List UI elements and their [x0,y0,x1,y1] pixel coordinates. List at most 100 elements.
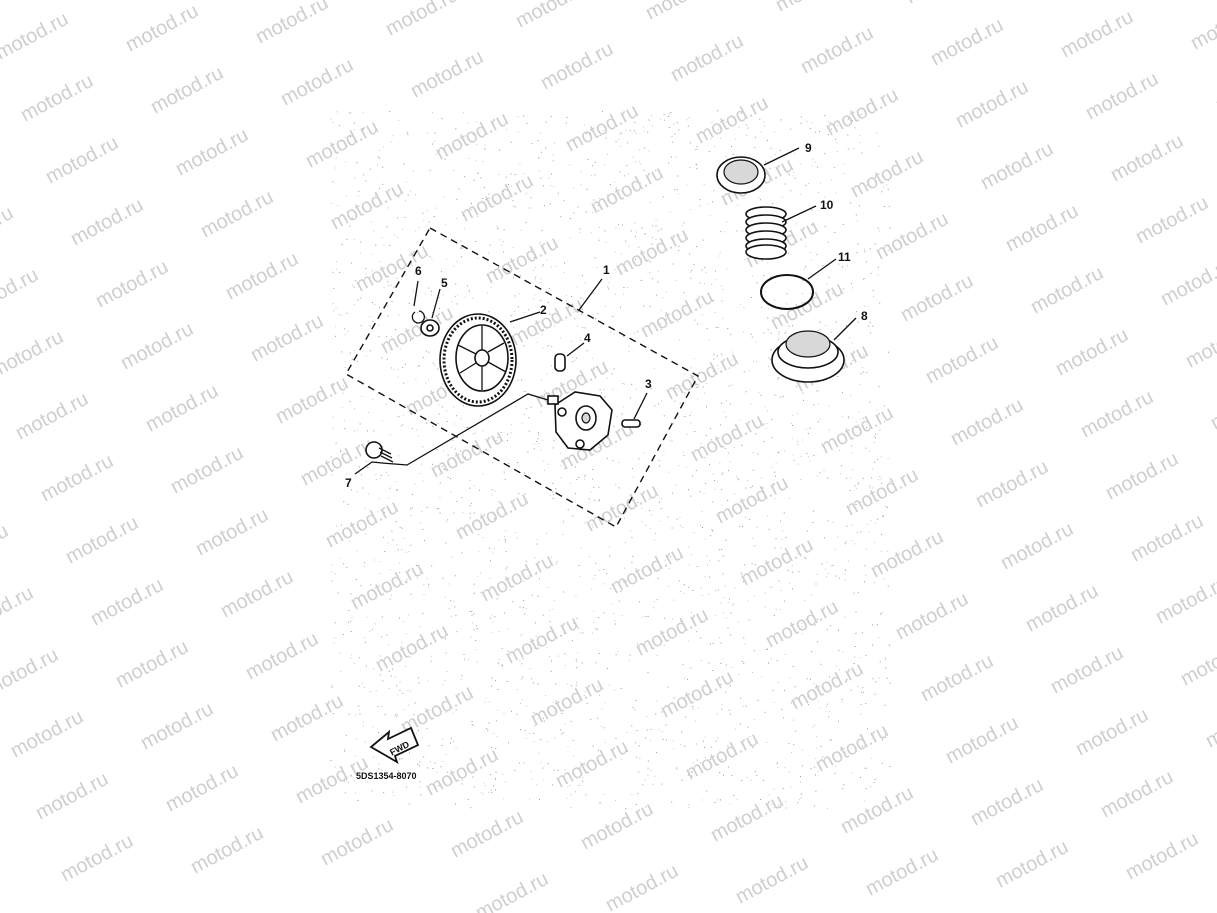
speckle-dot [469,212,471,214]
speckle-dot [702,527,703,528]
speckle-dot [681,731,683,733]
speckle-dot [410,190,411,192]
speckle-dot [371,253,373,255]
speckle-dot [368,493,370,495]
speckle-dot [331,383,333,385]
watermark-text: motod.ru [252,0,332,48]
speckle-dot [581,662,583,664]
speckle-dot [756,775,758,777]
speckle-dot [731,430,733,432]
speckle-dot [482,537,484,538]
speckle-dot [830,740,832,742]
speckle-dot [725,539,727,541]
watermark-text: motod.ru [632,604,712,660]
speckle-dot [860,531,862,533]
fwd-arrow: FWD [369,726,420,764]
speckle-dot [787,570,789,572]
speckle-dot [350,593,352,595]
speckle-dot [661,731,663,733]
speckle-dot [582,327,584,329]
speckle-dot [469,512,471,514]
speckle-dot [440,766,442,768]
speckle-dot [563,632,565,634]
speckle-dot [335,442,337,444]
speckle-dot [600,802,602,804]
speckle-dot [785,807,787,809]
speckle-dot [473,485,475,487]
speckle-dot [620,306,621,308]
speckle-dot [835,575,837,577]
speckle-dot [354,430,355,432]
speckle-dot [615,737,617,739]
speckle-dot [529,798,531,800]
speckle-dot [585,211,587,213]
speckle-dot [748,619,750,621]
speckle-dot [522,699,524,701]
speckle-dot [334,704,335,706]
speckle-dot [847,317,849,319]
speckle-dot [362,487,364,489]
speckle-dot [638,771,640,773]
speckle-dot [850,689,852,691]
speckle-dot [584,474,586,476]
speckle-dot [641,227,643,229]
speckle-dot [525,607,527,609]
speckle-dot [551,365,552,367]
speckle-dot [442,383,444,385]
speckle-dot [501,591,503,592]
speckle-dot [886,184,888,186]
speckle-dot [755,770,757,772]
speckle-dot [658,729,660,731]
speckle-dot [767,317,769,319]
speckle-dot [705,272,707,274]
speckle-dot [567,509,569,511]
speckle-dot [817,700,819,702]
speckle-dot [579,339,581,341]
speckle-dot [397,770,399,772]
speckle-dot [599,227,600,228]
speckle-dot [880,478,882,480]
speckle-dot [871,502,873,504]
speckle-dot [373,230,375,232]
speckle-dot [523,762,525,764]
speckle-dot [870,272,872,274]
speckle-dot [874,461,876,463]
speckle-dot [774,154,776,156]
speckle-dot [799,799,801,801]
speckle-dot [374,194,376,196]
speckle-dot [704,757,706,759]
watermark-text: motod.ru [612,224,692,280]
speckle-dot [603,793,605,795]
speckle-dot [575,595,577,596]
speckle-dot [369,205,371,207]
speckle-dot [413,714,415,716]
speckle-dot [700,587,702,589]
speckle-dot [806,530,808,532]
speckle-dot [797,802,799,804]
speckle-dot [812,225,814,227]
speckle-dot [379,655,381,657]
watermark-text: motod.ru [867,526,947,582]
speckle-dot [721,504,723,506]
speckle-dot [754,573,756,575]
speckle-dot [543,205,545,207]
speckle-dot [575,684,577,686]
speckle-dot [887,507,889,508]
watermark-text: motod.ru [192,504,272,560]
speckle-dot [547,763,549,765]
speckle-dot [604,164,606,166]
speckle-dot [465,135,467,137]
speckle-dot [580,547,582,549]
callout-2: 2 [540,303,547,317]
speckle-dot [544,253,546,255]
speckle-dot [414,273,415,275]
speckle-dot [866,261,868,263]
speckle-dot [418,765,420,767]
speckle-dot [341,244,343,245]
speckle-dot [590,718,592,720]
speckle-dot [826,703,828,705]
speckle-dot [467,769,469,771]
speckle-dot [690,612,692,613]
speckle-dot [576,681,578,683]
speckle-dot [883,515,885,517]
